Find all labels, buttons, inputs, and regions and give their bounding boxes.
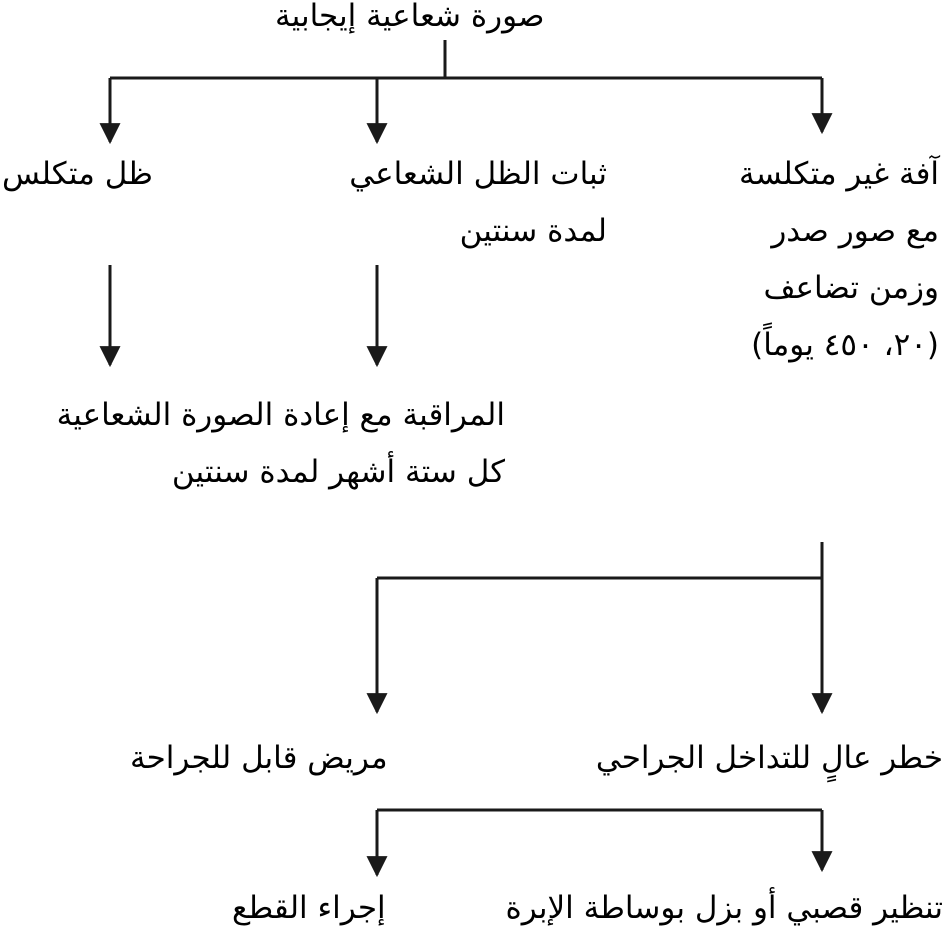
title: صورة شعاعية إيجابية (275, 0, 544, 36)
monitoring-line-2: كل ستة أشهر لمدة سنتين (171, 454, 505, 490)
resection-label: إجراء القطع (232, 890, 386, 926)
bronchoscopy-node: تنظير قصبي أو بزل بوساطة الإبرة (506, 888, 944, 928)
calcified-shadow-node: ظل متكلس (2, 154, 153, 211)
high-risk-node: خطر عالٍ للتداخل الجراحي (596, 738, 943, 778)
benign-lesion-node: آفة غير متكلسة مع صور صدر وزمن تضاعف (٢٠… (739, 154, 939, 382)
benign-lesion-line-3: وزمن تضاعف (763, 270, 939, 306)
stable-shadow-node: ثبات الظل الشعاعي لمدة سنتين (349, 154, 607, 268)
benign-lesion-line-1: آفة غير متكلسة (738, 156, 939, 192)
bronchoscopy-label: تنظير قصبي أو بزل بوساطة الإبرة (505, 890, 944, 926)
operable-label: مريض قابل للجراحة (130, 740, 388, 776)
benign-lesion-line-2: مع صور صدر (771, 213, 939, 249)
calcified-shadow-line-1: ظل متكلس (2, 156, 153, 192)
high-risk-label: خطر عالٍ للتداخل الجراحي (595, 740, 943, 776)
stable-shadow-line-1: ثبات الظل الشعاعي (349, 156, 607, 192)
operable-node: مريض قابل للجراحة (130, 738, 388, 778)
benign-lesion-line-4: (٢٠، ٤٥٠ يوماً) (751, 327, 939, 363)
stable-shadow-line-2: لمدة سنتين (459, 213, 607, 249)
monitoring-line-1: المراقبة مع إعادة الصورة الشعاعية (56, 397, 505, 433)
title-text: صورة شعاعية إيجابية (275, 0, 545, 34)
monitoring-node: المراقبة مع إعادة الصورة الشعاعية كل ستة… (57, 395, 505, 509)
resection-node: إجراء القطع (232, 888, 386, 928)
